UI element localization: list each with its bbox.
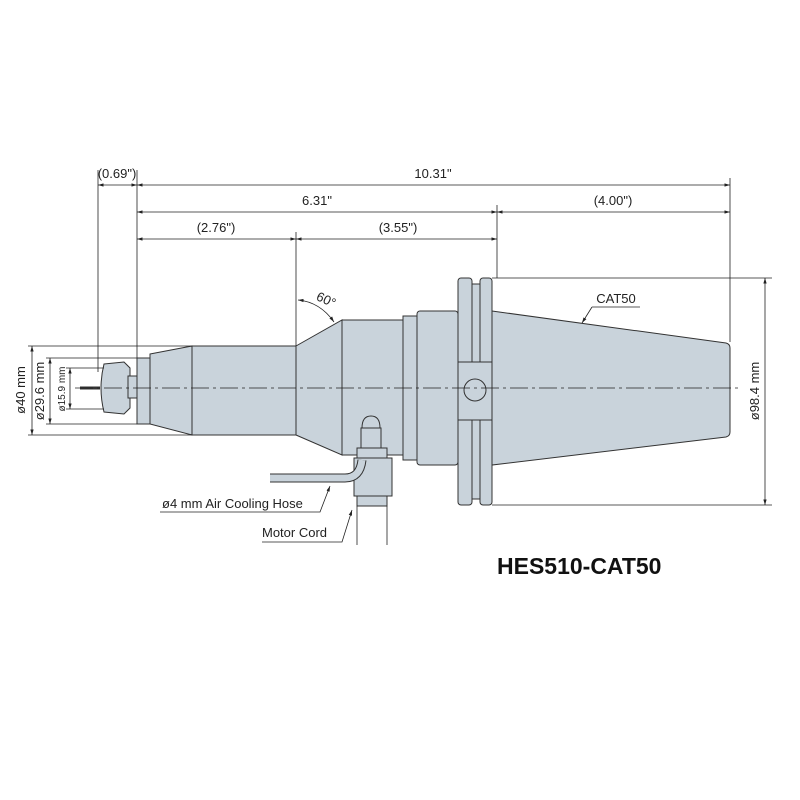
dim-overall-label: 10.31" [414,166,452,181]
dia-98-4-label: ø98.4 mm [747,362,762,421]
dim-taper-label: (4.00") [594,193,633,208]
angled-cone [295,319,343,456]
dim-front-label: (0.69") [98,166,137,181]
orientation-hole [463,378,487,402]
dia-40-label: ø40 mm [13,366,28,414]
model-title: HES510-CAT50 [497,553,661,579]
angle-label: 60° [314,289,338,311]
front-cylinder [191,345,297,436]
nose-ring [136,357,151,425]
dim-nose-label: (2.76") [197,220,236,235]
cat50-label: CAT50 [596,291,636,306]
dia-29-6-label: ø29.6 mm [32,362,47,421]
air-hose-label: ø4 mm Air Cooling Hose [162,496,303,511]
air-fitting [270,415,393,545]
nose-cone [149,345,193,436]
dia-15-9-label: ø15.9 mm [57,366,68,411]
motor-cord-label: Motor Cord [262,525,327,540]
small-nut [127,375,138,399]
spindle-body [80,277,731,506]
extension-lines [28,170,772,506]
dimension-lines [30,183,767,543]
dim-shank-label: 6.31" [302,193,332,208]
dim-mid-label: (3.55") [379,220,418,235]
